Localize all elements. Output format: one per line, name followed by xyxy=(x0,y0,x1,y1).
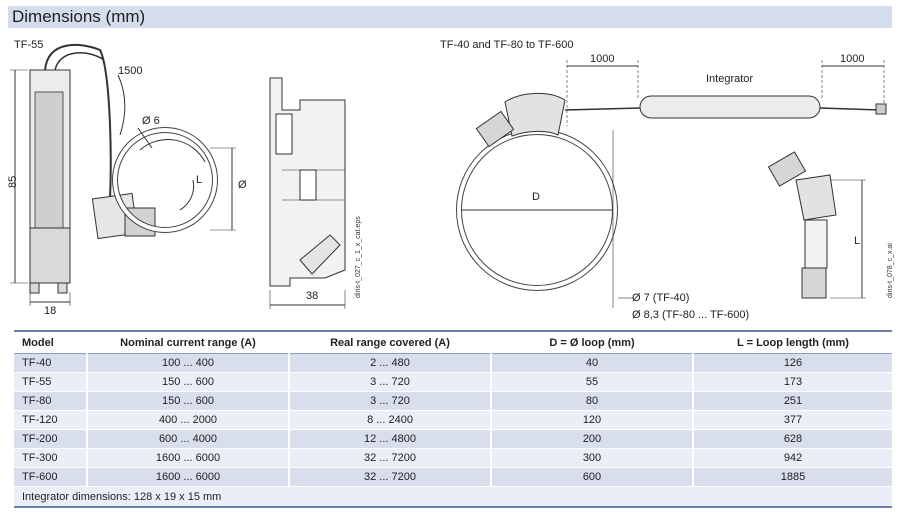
side-ref-label: diris-t_027_c_1_x_cat.eps xyxy=(355,216,362,298)
cell-model: TF-600 xyxy=(14,467,87,487)
cell-nominal: 1600 ... 6000 xyxy=(86,448,289,468)
table-row: TF-120 400 ... 2000 8 ... 2400 120 377 xyxy=(14,410,892,430)
cell-real: 8 ... 2400 xyxy=(288,410,491,430)
cell-real: 32 ... 7200 xyxy=(288,448,491,468)
note-tf40: Ø 7 (TF-40) xyxy=(632,292,689,304)
dimension-drawing: TF-55 1500 Ø 6 L Ø 85 18 38 diris-t_027_… xyxy=(7,39,894,321)
cell-nominal: 1600 ... 6000 xyxy=(86,467,289,487)
cell-real: 2 ... 480 xyxy=(288,353,491,373)
dim-left-label: 1000 xyxy=(590,53,614,65)
cell-d: 80 xyxy=(490,391,693,411)
section-title-bar: Dimensions (mm) xyxy=(8,6,892,28)
tf55-label: TF-55 xyxy=(14,39,43,51)
table-row: TF-40 100 ... 400 2 ... 480 40 126 xyxy=(14,353,892,373)
cell-d: 120 xyxy=(490,410,693,430)
width-label: 18 xyxy=(44,305,56,317)
cell-nominal: 150 ... 600 xyxy=(86,391,289,411)
cell-nominal: 600 ... 4000 xyxy=(86,429,289,449)
cell-real: 3 ... 720 xyxy=(288,372,491,392)
loop-diameter-label: Ø xyxy=(238,179,247,191)
cell-l: 1885 xyxy=(692,467,892,487)
cell-real: 32 ... 7200 xyxy=(288,467,491,487)
col-model: Model xyxy=(14,330,87,354)
cell-model: TF-80 xyxy=(14,391,87,411)
table-row: TF-55 150 ... 600 3 ... 720 55 173 xyxy=(14,372,892,392)
col-nominal: Nominal current range (A) xyxy=(86,330,289,354)
height-label: 85 xyxy=(7,176,19,188)
cell-model: TF-40 xyxy=(14,353,87,373)
table-row: TF-200 600 ... 4000 12 ... 4800 200 628 xyxy=(14,429,892,449)
table-row: TF-600 1600 ... 6000 32 ... 7200 600 188… xyxy=(14,467,892,487)
note-tf80: Ø 8,3 (TF-80 ... TF-600) xyxy=(632,309,749,321)
cell-l: 628 xyxy=(692,429,892,449)
cell-d: 55 xyxy=(490,372,693,392)
cell-d: 40 xyxy=(490,353,693,373)
cell-model: TF-55 xyxy=(14,372,87,392)
table-row: TF-300 1600 ... 6000 32 ... 7200 300 942 xyxy=(14,448,892,468)
cell-real: 3 ... 720 xyxy=(288,391,491,411)
cell-d: 300 xyxy=(490,448,693,468)
cable-length-label: 1500 xyxy=(118,65,142,77)
tf40-ref-label: diris-t_078_c_x.ai xyxy=(887,243,894,298)
cell-model: TF-200 xyxy=(14,429,87,449)
table-row: TF-80 150 ... 600 3 ... 720 80 251 xyxy=(14,391,892,411)
loop-d-label: D xyxy=(532,191,540,203)
col-real: Real range covered (A) xyxy=(288,330,491,354)
cell-nominal: 150 ... 600 xyxy=(86,372,289,392)
spec-table: Model Nominal current range (A) Real ran… xyxy=(14,330,892,508)
cell-l: 251 xyxy=(692,391,892,411)
col-d: D = Ø loop (mm) xyxy=(490,330,693,354)
dim-right-label: 1000 xyxy=(840,53,864,65)
col-l: L = Loop length (mm) xyxy=(692,330,892,354)
cable-diameter-label: Ø 6 xyxy=(142,115,160,127)
loop-l-label: L xyxy=(854,235,860,247)
cell-d: 600 xyxy=(490,467,693,487)
cell-real: 12 ... 4800 xyxy=(288,429,491,449)
table-footer-row: Integrator dimensions: 128 x 19 x 15 mm xyxy=(14,486,892,508)
cell-nominal: 400 ... 2000 xyxy=(86,410,289,430)
cell-d: 200 xyxy=(490,429,693,449)
integrator-dimensions-note: Integrator dimensions: 128 x 19 x 15 mm xyxy=(14,486,892,508)
cell-l: 377 xyxy=(692,410,892,430)
cell-model: TF-120 xyxy=(14,410,87,430)
side-width-label: 38 xyxy=(306,290,318,302)
loop-length-label: L xyxy=(196,174,202,186)
integrator-label: Integrator xyxy=(706,73,753,85)
cell-l: 126 xyxy=(692,353,892,373)
cell-l: 942 xyxy=(692,448,892,468)
cell-l: 173 xyxy=(692,372,892,392)
section-title: Dimensions (mm) xyxy=(12,7,146,26)
cell-nominal: 100 ... 400 xyxy=(86,353,289,373)
table-header-row: Model Nominal current range (A) Real ran… xyxy=(14,330,892,354)
tf40-label: TF-40 and TF-80 to TF-600 xyxy=(440,39,573,51)
cell-model: TF-300 xyxy=(14,448,87,468)
